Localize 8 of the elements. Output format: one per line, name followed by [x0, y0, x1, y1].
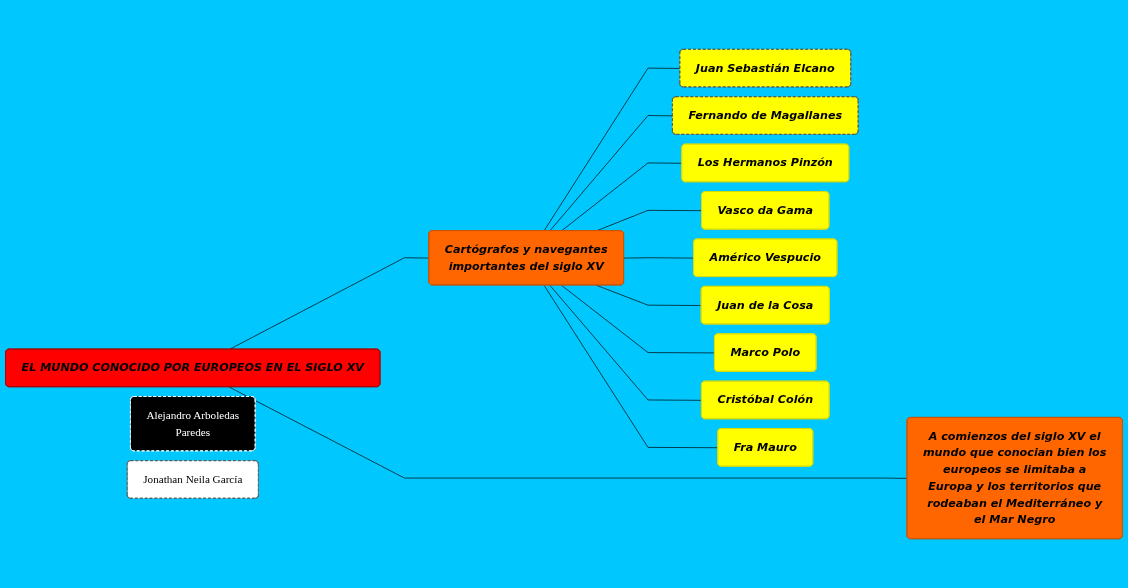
connector [561, 162, 683, 232]
connector [596, 284, 702, 306]
connector [549, 115, 674, 232]
connector [228, 386, 908, 479]
connector [549, 284, 703, 401]
connector [561, 284, 716, 354]
connector [543, 284, 719, 449]
connector [543, 67, 681, 232]
